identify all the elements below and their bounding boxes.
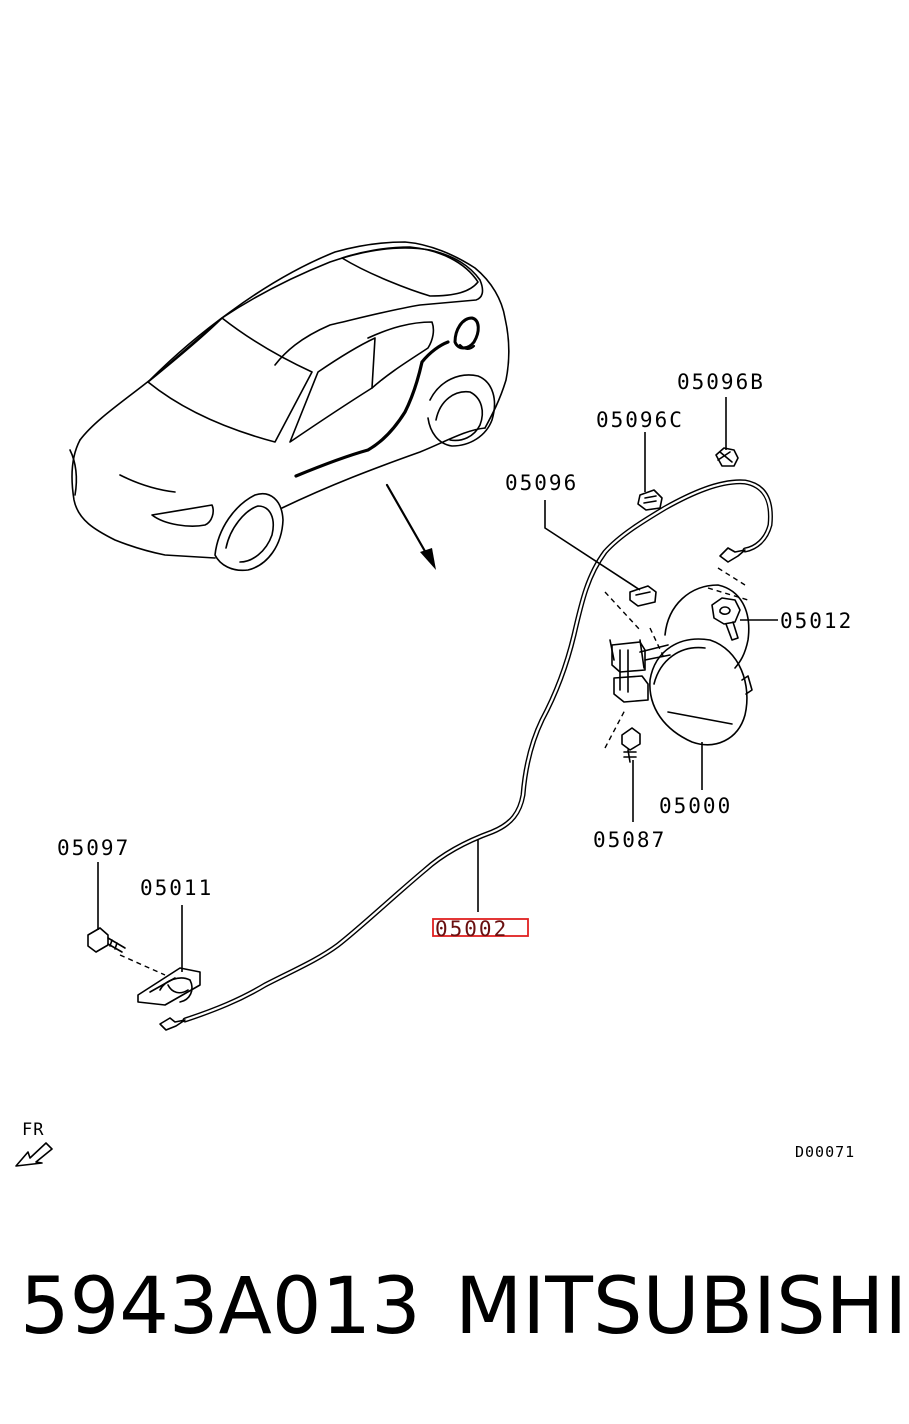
label-05096b: 05096B [677,370,765,394]
label-05002: 05002 [435,917,508,941]
screw-05087 [621,727,641,822]
clip-05096b [715,397,739,467]
diagram-code: D00071 [795,1143,855,1161]
lever-assembly [119,905,201,1006]
label-05012: 05012 [780,609,853,633]
label-05000: 05000 [659,794,732,818]
brand-name: MITSUBISHI [455,1262,908,1352]
front-arrow-icon [15,1142,53,1167]
label-05096: 05096 [505,471,578,495]
front-label: FR [22,1120,44,1140]
front-indicator: FR [15,1120,53,1167]
view-direction-arrow [385,483,436,570]
fuel-lid-cable [159,479,773,1031]
label-05087: 05087 [593,828,666,852]
fuel-lid [604,584,753,790]
footer: 5943A013 MITSUBISHI [0,1262,909,1372]
highlight-box [432,918,529,937]
car-illustration [69,241,510,572]
clip-05096c [637,432,663,511]
clip-05096 [544,500,657,607]
highlighted-part-05002[interactable]: 05002 [432,917,529,941]
part-number: 5943A013 [20,1262,421,1352]
label-05011: 05011 [140,876,213,900]
fuel-lid-latch [711,567,778,641]
bolt-05097 [87,862,126,953]
label-05096c: 05096C [596,408,684,432]
label-05097: 05097 [57,836,130,860]
